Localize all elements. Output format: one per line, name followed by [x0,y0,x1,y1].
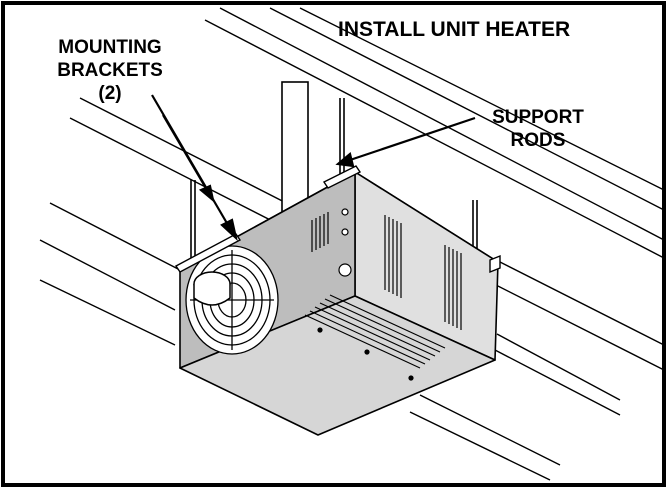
callout-arrows [151,94,476,242]
callout-support-rods-line2: RODS [510,130,566,151]
callout-mounting-brackets-line3: (2) [98,83,122,104]
callout-support-rods-line1: SUPPORT [492,107,584,128]
bottom-louvers [304,294,446,369]
fan-motor [193,271,231,306]
callout-mounting-brackets: MOUNTING BRACKETS (2) [45,36,175,105]
cabinet-holes [317,208,414,381]
side-louvers [311,212,462,330]
callout-support-rods: SUPPORT RODS [478,106,598,152]
callout-mounting-brackets-line2: BRACKETS [57,60,163,81]
diagram-title: INSTALL UNIT HEATER [338,18,571,41]
callout-mounting-brackets-line1: MOUNTING [58,37,162,58]
mounting-brackets [174,165,501,274]
ceiling-joists [39,7,665,481]
